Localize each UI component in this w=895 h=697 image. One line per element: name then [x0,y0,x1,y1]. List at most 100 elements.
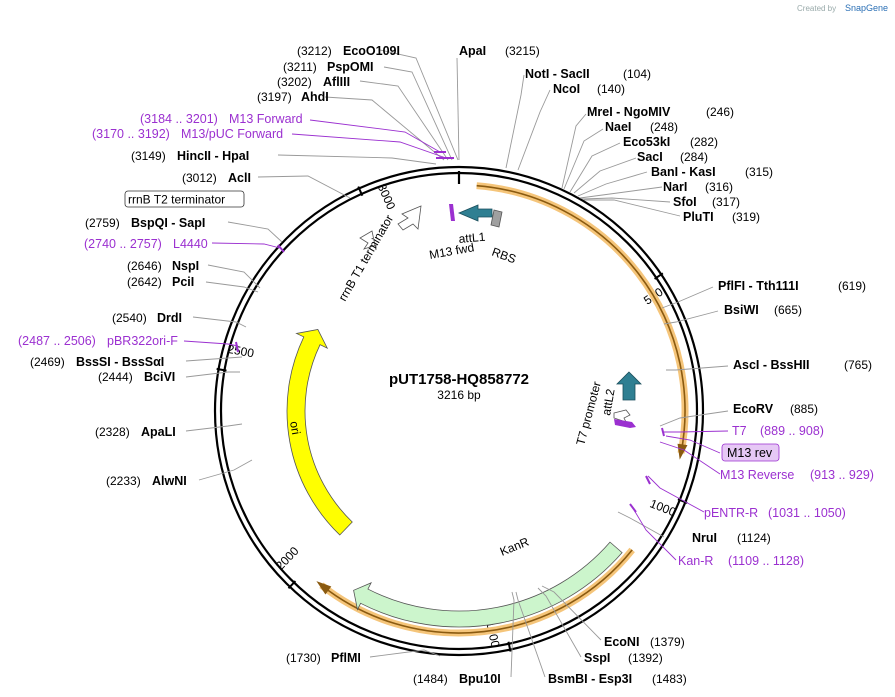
enzyme-ahdi-pos: (3197) [257,90,292,104]
kanr-label: KanR [498,534,531,558]
ring-tick-2500 [216,367,227,372]
enzyme-pluti-pos: (319) [732,210,760,224]
enzyme-eco53ki-pos: (282) [690,135,718,149]
enzyme-bpu10i: Bpu10I [459,672,501,686]
ring-tick-1500 [507,641,512,652]
t7-promoter-arrow [613,409,631,423]
orf-line-upper [476,184,686,454]
primer-m13-forward-range: (3184 .. 3201) [140,112,218,126]
enzyme-sspi-pos: (1392) [628,651,663,665]
primer-m13-reverse: M13 Reverse [720,468,794,482]
enzyme-eco53ki: Eco53kI [623,135,670,149]
rrnb-t1-terminator-arrow [397,205,422,231]
ring-tick-2000 [287,580,297,590]
orf-arrowhead-lower [316,581,332,595]
enzyme-leader-lines [185,49,729,678]
primer-leader-lines [183,119,729,561]
enzyme-acli-pos: (3012) [182,171,217,185]
primer-pbr322ori-f: pBR322ori-F [107,334,178,348]
enzyme-asci-pos: (765) [844,358,872,372]
enzyme-ecoo109i-pos: (3212) [297,44,332,58]
primer-pentr-r-range: (1031 .. 1050) [768,506,846,520]
enzyme-ecorv: EcoRV [733,402,774,416]
enzyme-apai-pos: (3215) [505,44,540,58]
enzyme-pflfi-pos: (619) [838,279,866,293]
m13-rev-box [721,443,780,462]
attl1-label: attL1 [458,230,486,246]
enzyme-bsmbi-esp3i: BsmBI - Esp3I [548,672,632,686]
enzyme-bcivi: BciVI [144,370,175,384]
enzyme-nrui-pos: (1124) [737,531,771,545]
primer-l4440-range: (2740 .. 2757) [84,237,162,251]
primer-pbr322ori-f-range: (2487 .. 2506) [18,334,96,348]
enzyme-asci-bsshii: AscI - BssHII [733,358,809,372]
ring-tick-label-1000: 1000 [648,496,678,519]
enzyme-nspi-pos: (2646) [127,259,162,273]
credit-prefix: Created by [797,4,836,13]
enzyme-nspi: NspI [172,259,199,273]
enzyme-pluti: PluTI [683,210,714,224]
attl2-arrow [616,371,642,401]
enzyme-noti-pos: (104) [623,67,651,81]
enzyme-drdi-pos: (2540) [112,311,147,325]
enzyme-econi-pos: (1379) [650,635,685,649]
enzyme-afliii-pos: (3202) [277,75,312,89]
enzyme-saci: SacI [637,150,663,164]
rrnb-t2-terminator-arrow [359,230,377,251]
enzyme-mrei-pos: (246) [706,105,734,119]
ring-tick-500 [654,272,664,280]
primer-kan-r-range: (1109 .. 1128) [728,554,804,568]
enzyme-mrei-ngomiv: MreI - NgoMIV [587,105,671,119]
enzyme-afliii: AflIII [323,75,350,89]
ring-tick-3000 [357,186,364,197]
m13-rev-primer-marker [614,419,636,428]
primer-kan-r: Kan-R [678,554,713,568]
primer-t7-range: (889 .. 908) [760,424,824,438]
enzyme-pcii: PciI [172,275,194,289]
attl1-arrow [457,204,493,222]
primer-m13-puc-forward: M13/pUC Forward [181,127,283,141]
rrnb-t2-terminator-label: rrnB T2 terminator [128,193,225,207]
enzyme-naei: NaeI [605,120,631,134]
ring-tick-label-3000: 3000 [375,182,399,212]
enzyme-acli: AclI [228,171,251,185]
enzyme-apali-pos: (2328) [95,425,130,439]
primer-m13-forward: M13 Forward [229,112,303,126]
rrnb-t2-label-box [124,190,245,208]
primer-m13-rev: M13 rev [727,446,773,460]
enzyme-pspomi: PspOMI [327,60,374,74]
rbs-label: RBS [490,245,518,267]
enzyme-bspqi-sapi: BspQI - SapI [131,216,205,230]
enzyme-bani-pos: (315) [745,165,773,179]
enzyme-alwni: AlwNI [152,474,187,488]
primer-t7: T7 [732,424,747,438]
enzyme-nrui: NruI [692,531,717,545]
ori-label: ori [287,420,303,436]
primer-pentr-r: pENTR-R [704,506,758,520]
enzyme-pspomi-pos: (3211) [283,60,317,74]
enzyme-nari-pos: (316) [705,180,733,194]
primer-l4440: L4440 [173,237,208,251]
attl2-label: attL2 [599,387,617,416]
enzyme-labels: ApaI (3215) (3212) EcoO109I (3211) PspOM… [30,44,872,686]
primer-labels: (3184 .. 3201) M13 Forward (3170 .. 3192… [18,112,874,568]
backbone-outer-ring [213,165,705,657]
primer-m13-puc-forward-range: (3170 .. 3192) [92,127,170,141]
enzyme-pcii-pos: (2642) [127,275,162,289]
enzyme-noti-sacii: NotI - SacII [525,67,590,81]
enzyme-apai: ApaI [459,44,486,58]
primer-site-marks [235,151,665,513]
enzyme-sspi: SspI [584,651,610,665]
ring-tick-label-2000: 2000 [273,544,302,573]
enzyme-ncoi: NcoI [553,82,580,96]
enzyme-ecoo109i: EcoO109I [343,44,400,58]
rrnb-t1-terminator-label: rrnB T1 terminator [335,212,396,303]
rbs-box [490,209,503,228]
enzyme-bpu10i-pos: (1484) [413,672,448,686]
enzyme-bspqi-pos: (2759) [85,216,120,230]
ring-tick-label-2500: 2500 [226,342,255,360]
plasmid-length: 3216 bp [437,388,481,402]
enzyme-bsiwi-pos: (665) [774,303,802,317]
enzyme-bani-kasi: BanI - KasI [651,165,716,179]
